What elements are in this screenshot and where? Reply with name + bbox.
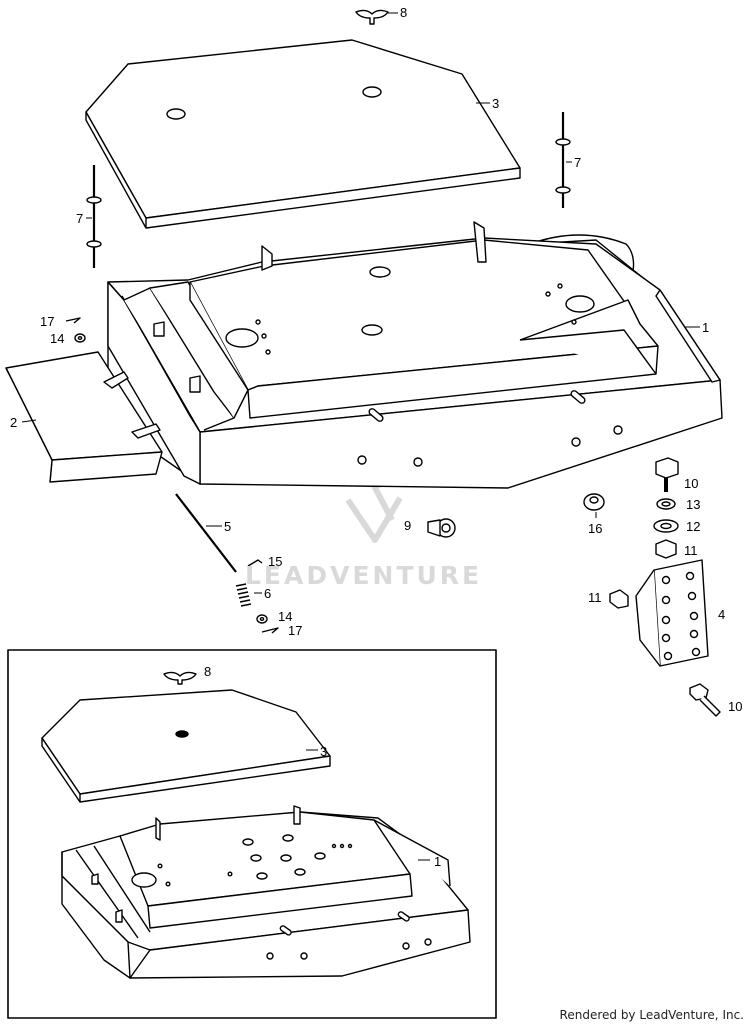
callout-11-b: 11 (588, 590, 602, 605)
inset-part-8-wing-nut (163, 671, 197, 685)
part-10-bolt-bottom (689, 683, 721, 717)
callout-1-top: 1 (702, 320, 709, 335)
part-11-nut-b (609, 589, 629, 609)
part-6-spring (235, 583, 262, 607)
callout-7-right: 7 (574, 155, 581, 170)
callout-16: 16 (588, 521, 602, 536)
callout-11-a: 11 (684, 543, 698, 558)
part-9-grommet (427, 518, 456, 538)
callout-8-top: 8 (400, 5, 407, 20)
part-7-bolt-left (86, 165, 102, 268)
callout-8-inset: 8 (204, 664, 211, 679)
part-1-tray (107, 221, 723, 489)
watermark-text: LEADVENTURE (245, 561, 483, 590)
inset-part-1-tray (61, 805, 471, 979)
part-14-washer-top (74, 333, 86, 343)
part-8-wing-nut (355, 9, 398, 25)
callout-labels: 8 3 7 7 1 17 14 2 5 15 6 14 17 9 16 10 1… (10, 5, 742, 869)
callout-2: 2 (10, 415, 17, 430)
part-13-lock-washer (656, 498, 676, 510)
part-11-nut-a (655, 539, 677, 559)
part-15-clip (247, 559, 263, 567)
part-7-bolt-right (555, 112, 572, 208)
part-5-pin (175, 493, 237, 573)
part-17-cotter-pin-bottom (261, 627, 279, 634)
watermark-logo (345, 476, 403, 543)
part-16-nut (583, 493, 605, 518)
callout-5: 5 (224, 519, 231, 534)
render-credit: Rendered by LeadVenture, Inc. (559, 1008, 744, 1022)
inset-frame (7, 649, 497, 1019)
callout-14-top: 14 (50, 331, 64, 346)
callout-10-bottom: 10 (728, 699, 742, 714)
callout-15: 15 (268, 554, 282, 569)
callout-10-top: 10 (684, 476, 698, 491)
part-14-washer-bottom (256, 614, 268, 624)
callout-7-left: 7 (76, 211, 83, 226)
callout-9: 9 (404, 518, 411, 533)
callout-17-top: 17 (40, 314, 54, 329)
callout-6: 6 (264, 586, 271, 601)
callout-13: 13 (686, 497, 700, 512)
part-17-cotter-pin-top (65, 317, 81, 324)
callout-1-inset: 1 (434, 854, 441, 869)
callout-12: 12 (686, 519, 700, 534)
callout-4: 4 (718, 607, 725, 622)
part-2-flap (5, 351, 163, 483)
callout-14-bottom: 14 (278, 609, 292, 624)
part-3-lid (85, 39, 521, 229)
part-10-bolt-top (655, 457, 679, 492)
callout-17-bottom: 17 (288, 623, 302, 638)
part-12-flat-washer (653, 519, 679, 533)
callout-3-top: 3 (492, 96, 499, 111)
inset-part-3-lid (41, 689, 331, 803)
callout-3-inset: 3 (320, 744, 327, 759)
part-4-bracket (635, 559, 709, 667)
